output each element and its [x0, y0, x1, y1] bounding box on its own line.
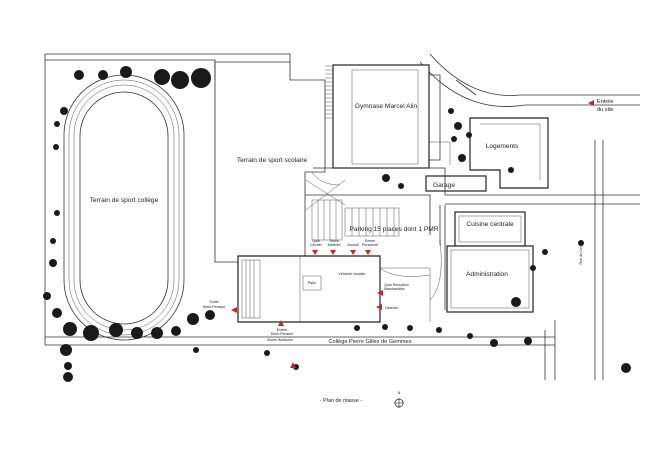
north-compass-icon: [394, 398, 404, 408]
gymnase-building: [325, 64, 451, 169]
entree-dp-label-1: Entrée: [277, 328, 288, 332]
dechets-arrow: [376, 304, 382, 310]
garage-building: [425, 175, 487, 192]
patio-label: Patio: [308, 281, 316, 285]
entree-personnel-arrow: [365, 250, 371, 255]
access-arrows: [231, 100, 594, 368]
sortie-dp-label-2: Demi-Pension: [203, 305, 226, 309]
quai-reception-label-2: Marchandise: [384, 287, 405, 291]
logements-label: Logements: [486, 143, 519, 150]
acces-livraisons-label: Accès livraisons: [267, 338, 293, 342]
parking-label: Parking 15 places dont 1 PMR: [349, 226, 438, 233]
cuisine-label: Cuisine centrale: [466, 221, 514, 228]
sortie-dp-label-1: Sortie: [209, 300, 218, 304]
terrain-scolaire-label: Terrain de sport scolaire: [237, 157, 308, 164]
trees: [43, 66, 631, 382]
quai-reception-label-1: Quai Reception: [384, 283, 409, 287]
entree-personnel-label-1: Entrée: [365, 239, 376, 243]
arrow-labels: Entrée du site Sortie Demi-Pension Entré…: [203, 99, 614, 342]
stock-label-1: Stock: [330, 239, 339, 243]
quai-dechet-arrow: [312, 250, 318, 255]
north-label: N: [398, 391, 401, 395]
quai-dechet-label-2: Déchet: [310, 243, 321, 247]
stock-label-2: Matériel: [328, 243, 341, 247]
dechets-label: Déchets: [385, 306, 398, 310]
sortie-demi-pension-arrow: [231, 307, 237, 313]
entree-personnel-label-2: Personnel: [362, 243, 378, 247]
quai-reception-arrow: [377, 290, 383, 296]
rue-label: Rue du Cerisier: [579, 239, 583, 265]
entree-site-arrow: [588, 100, 594, 106]
college-building: [237, 255, 431, 323]
entree-site-label-2: du site: [597, 107, 613, 113]
entree-site-label-1: Entrée: [597, 99, 613, 105]
running-track: [63, 74, 185, 341]
plan-title: - Plan de masse -: [320, 398, 362, 404]
college-label: Collège Pierre Gilles de Gemmes: [328, 339, 411, 345]
quai-dechet-label-1: Quai: [312, 239, 320, 243]
logements-building: [469, 117, 549, 189]
map-labels: Gymnase Marcel Alin Logements Garage Cui…: [90, 103, 583, 404]
escalier-label: Véhicule escalier: [338, 272, 366, 276]
accueil-label: Accueil: [347, 243, 359, 247]
parking-area: [305, 167, 446, 301]
entree-dp-label-2: Demi-Pension: [271, 332, 294, 336]
administration-label: Administration: [466, 271, 508, 278]
terrain-college-label: Terrain de sport collège: [90, 197, 159, 204]
entree-demi-pension-arrow: [278, 320, 284, 326]
accueil-arrow: [350, 250, 356, 255]
garage-label: Garage: [433, 182, 455, 189]
acces-livraisons-arrow: [290, 362, 296, 368]
stock-materiel-arrow: [330, 250, 336, 255]
gym-label: Gymnase Marcel Alin: [355, 103, 418, 110]
